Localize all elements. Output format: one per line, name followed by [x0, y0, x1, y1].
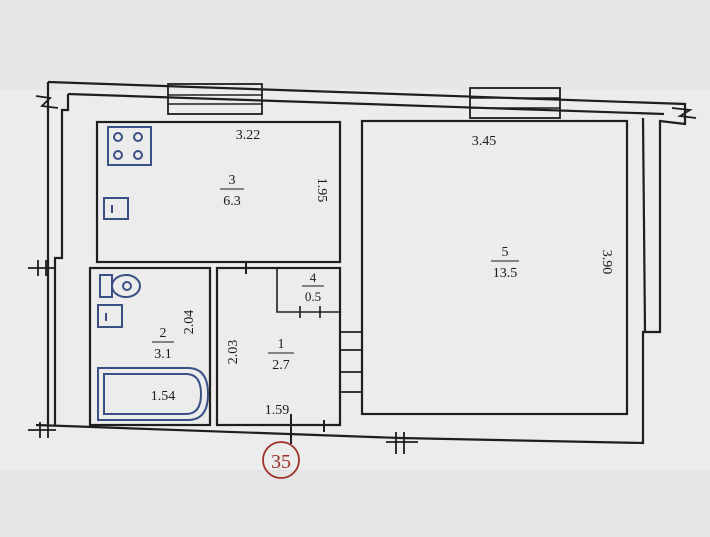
toilet-icon — [99, 274, 141, 298]
room-3-kitchen — [95, 120, 342, 264]
room-1-width: 1.59 — [265, 403, 290, 418]
room-1-height: 2.03 — [226, 340, 241, 365]
room-5-width: 3.45 — [472, 134, 497, 149]
kitchen-sink-icon — [103, 197, 129, 220]
room-2-bathroom — [88, 266, 212, 427]
room-2-height: 2.04 — [182, 310, 197, 335]
room-3-number: 3 — [229, 173, 236, 188]
apartment-number-stamp: 35 — [262, 414, 300, 479]
room-4-area: 0.5 — [305, 289, 321, 304]
stove-icon — [107, 126, 152, 166]
room-1-number: 1 — [278, 337, 285, 352]
room-4-closet — [276, 268, 340, 318]
doorway-hall-living — [340, 331, 362, 393]
room-3-width: 3.22 — [236, 128, 261, 143]
apartment-number: 35 — [271, 451, 291, 473]
room-2-number: 2 — [160, 326, 167, 341]
window-living-room — [469, 87, 561, 119]
room-5-height: 3.90 — [599, 250, 614, 275]
bathtub-length: 1.54 — [151, 389, 176, 404]
room-5-number: 5 — [502, 245, 509, 260]
bathtub-icon — [97, 367, 210, 421]
room-1-area: 2.7 — [272, 358, 290, 373]
room-2-area: 3.1 — [154, 347, 172, 362]
room-1-hallway — [215, 262, 342, 432]
window-kitchen — [167, 83, 263, 115]
room-4-number: 4 — [310, 270, 317, 285]
room-5-living — [360, 119, 629, 416]
room-5-area: 13.5 — [493, 266, 518, 281]
wall-break-marks — [28, 95, 697, 454]
room-3-area: 6.3 — [223, 194, 241, 209]
bathroom-sink-icon — [97, 304, 123, 328]
room-3-height: 1.95 — [314, 178, 329, 203]
